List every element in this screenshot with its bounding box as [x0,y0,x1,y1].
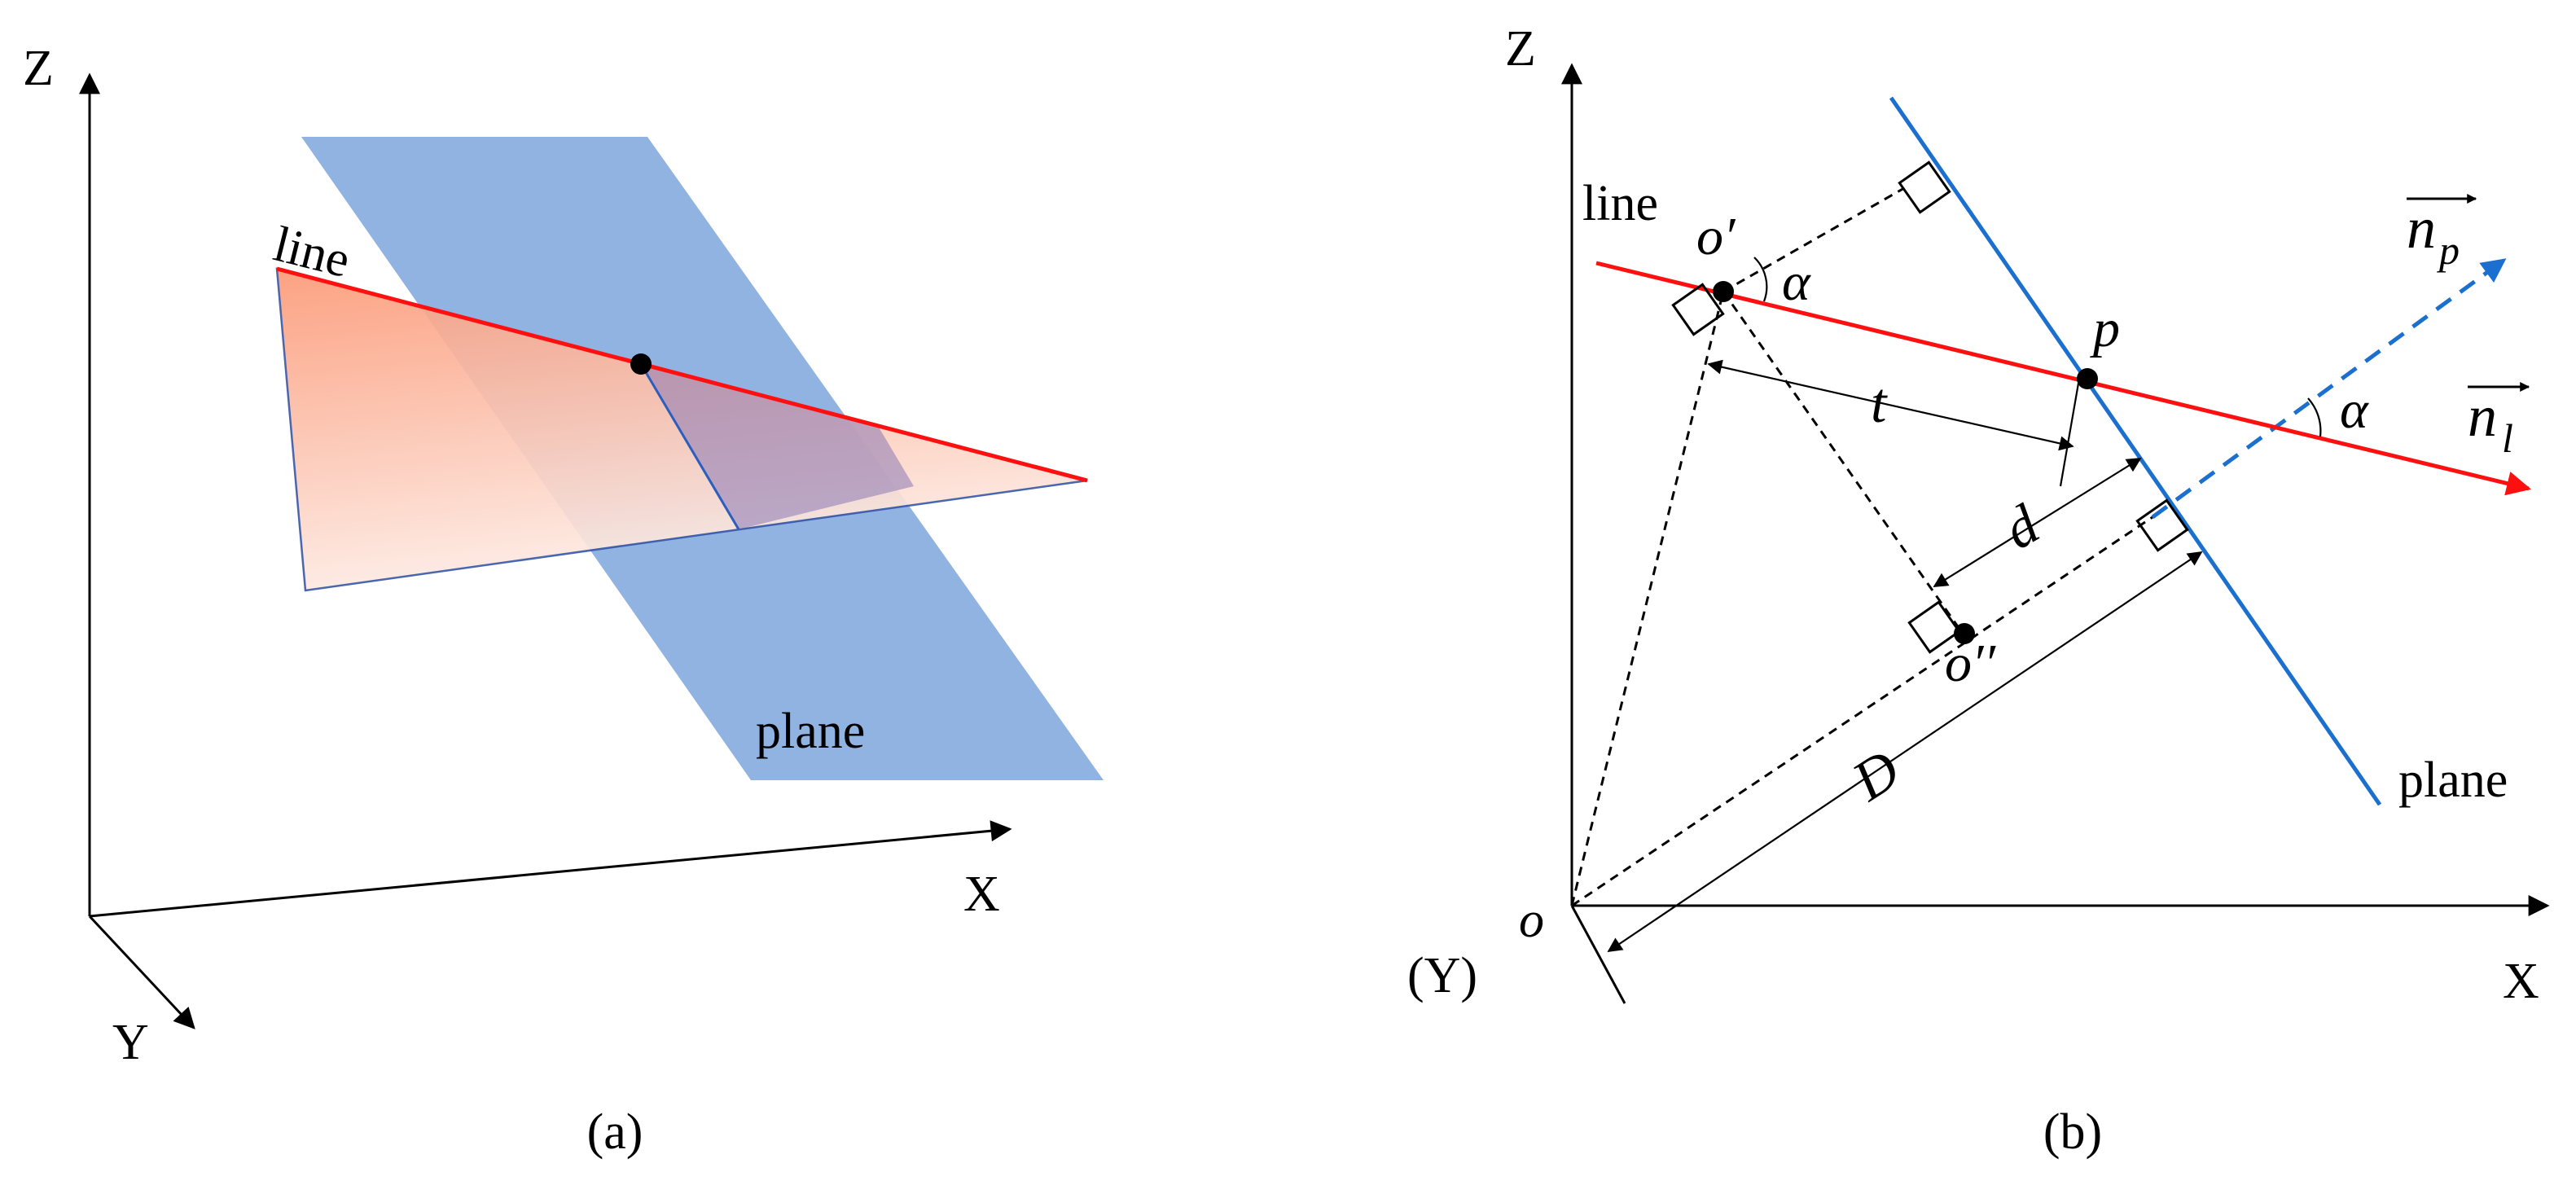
dim-d [1933,458,2142,587]
label-alpha-1: α [1782,252,1811,312]
point-p [2077,368,2098,389]
label-alpha-2: α [2340,380,2369,440]
alpha-arc-2 [2307,397,2322,437]
vector-n-p-base: n [2407,195,2436,261]
z-axis-label-a: Z [23,41,54,96]
vector-label-n-l: n l [2468,382,2530,461]
line-label-b: line [1582,176,1658,231]
dim-t [1707,359,2074,451]
plane-line-b [1889,96,2382,806]
point-o-double-prime [1954,623,1975,644]
label-t: t [1871,372,1888,435]
label-d: d [1994,493,2051,562]
dim-D [1607,551,2203,953]
y-axis-b [1570,905,1626,1004]
right-angle-marker-foot [2135,498,2189,552]
caption-b: (b) [2043,1104,2102,1160]
label-D: D [1841,738,1911,814]
intersection-point [630,353,652,375]
caption-a: (a) [587,1104,643,1160]
x-axis-label-a: X [963,867,1000,922]
line-b [1595,261,2531,496]
label-p: p [2090,299,2120,358]
plane-normal-dashed [2151,257,2507,520]
line-a [276,266,1088,483]
right-angle-marker-top [1898,160,1951,214]
vector-n-p-sub: p [2437,227,2460,273]
dash-o-to-D-foot [1571,516,2153,907]
panel-a: Z X Y line plane (a) [23,41,1104,1160]
dash-o-to-oprime [1570,291,1725,906]
overlap-region [641,364,914,529]
alpha-arc-1 [1753,257,1768,302]
plane-label-b: plane [2398,753,2508,808]
right-angle-marker-oprime [1671,283,1725,336]
y-axis-label-a: Y [112,1015,149,1070]
vector-label-n-p: n p [2407,194,2477,273]
x-axis-a [89,820,1012,918]
y-axis-a [88,915,195,1029]
vector-n-l-base: n [2468,384,2497,449]
y-axis-label-b: (Y) [1407,948,1477,1003]
label-o-prime: o′ [1696,207,1736,266]
vector-n-l-sub: l [2502,415,2513,461]
plane-label-a: plane [756,704,865,759]
label-o-double-prime: o′′ [1945,634,1996,693]
intersection-line [639,363,740,530]
z-axis-label-b: Z [1505,21,1536,77]
leader-p [2059,378,2081,487]
point-o-prime [1713,281,1734,302]
panel-b: Z X (Y) o o′ [1407,21,2550,1160]
x-axis-label-b: X [2503,954,2539,1009]
origin-label: o [1519,893,1544,948]
